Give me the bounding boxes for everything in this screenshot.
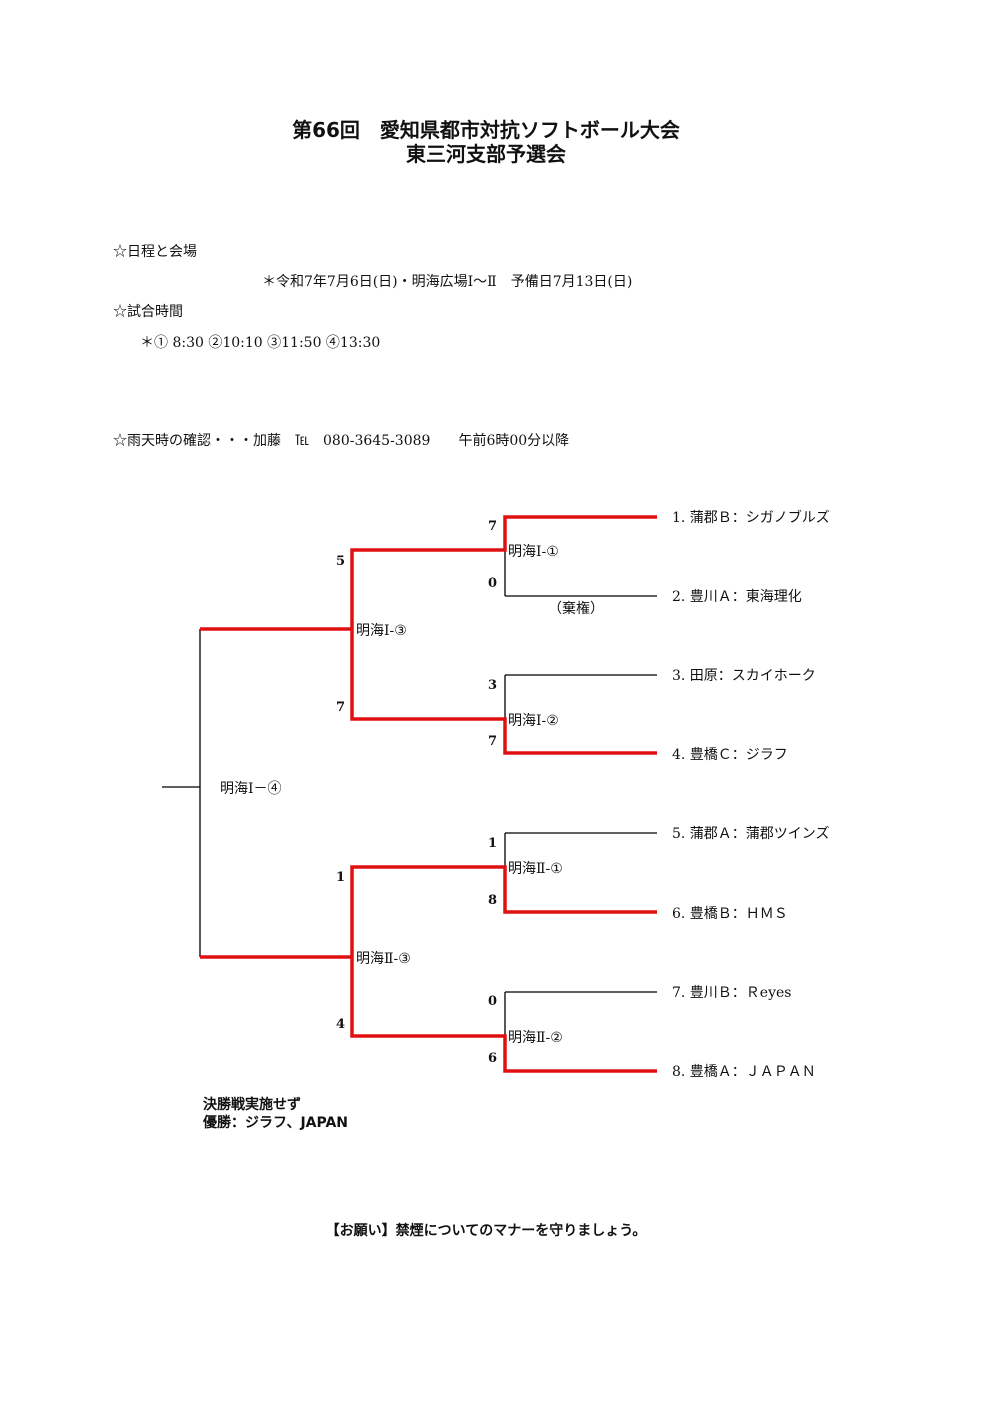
title-line-1: 第66回 愛知県都市対抗ソフトボール大会 xyxy=(292,118,680,142)
semifinal-label: 明海Ⅱ-③ xyxy=(356,951,411,967)
score: 0 xyxy=(488,994,498,1009)
footer-request: 【お願い】禁煙についてのマナーを守りましょう。 xyxy=(325,1223,647,1239)
schedule-detail: ＊令和7年7月6日(日)・明海広場Ⅰ～Ⅱ 予備日7月13日(日) xyxy=(262,274,633,290)
title-line-2: 東三河支部予選会 xyxy=(406,142,566,166)
score: 0 xyxy=(488,576,498,591)
team-7: 7. 豊川Ｂ：Ｒeyes xyxy=(672,985,792,1001)
score: 4 xyxy=(336,1017,346,1032)
result-note: 決勝戦実施せず xyxy=(203,1097,301,1113)
score: 7 xyxy=(488,519,498,534)
final-label: 明海Ⅰ－④ xyxy=(220,781,282,797)
time-heading: ☆試合時間 xyxy=(113,304,183,320)
score: 5 xyxy=(336,554,346,569)
team-1: 1. 蒲郡Ｂ：シガノブルズ xyxy=(672,510,830,526)
score: 1 xyxy=(488,836,498,851)
champion-note: 優勝：ジラフ、JAPAN xyxy=(203,1115,349,1131)
schedule-heading: ☆日程と会場 xyxy=(113,244,197,260)
score: 8 xyxy=(488,893,498,908)
score: 3 xyxy=(488,678,498,693)
match-label: 明海Ⅱ-② xyxy=(508,1030,563,1046)
semifinal-label: 明海Ⅰ-③ xyxy=(356,623,407,639)
score: 7 xyxy=(488,734,498,749)
score: 7 xyxy=(336,700,346,715)
team-8: 8. 豊橋Ａ：ＪＡＰＡＮ xyxy=(672,1064,816,1080)
team-3: 3. 田原：スカイホーク xyxy=(672,668,816,684)
team-2: 2. 豊川Ａ：東海理化 xyxy=(672,589,802,605)
team-5: 5. 蒲郡Ａ：蒲郡ツインズ xyxy=(672,826,830,842)
forfeit-note: （棄権） xyxy=(548,601,604,617)
team-6: 6. 豊橋Ｂ：ＨＭＳ xyxy=(672,906,788,922)
match-label: 明海Ⅱ-① xyxy=(508,861,563,877)
time-detail: ＊① 8:30 ②10:10 ③11:50 ④13:30 xyxy=(140,335,381,351)
match-label: 明海Ⅰ-① xyxy=(508,544,559,560)
match-label: 明海Ⅰ-② xyxy=(508,713,559,729)
rain-contact: ☆雨天時の確認・・・加藤 ℡ 080-3645-3089 午前6時00分以降 xyxy=(113,433,570,449)
score: 6 xyxy=(488,1051,498,1066)
score: 1 xyxy=(336,870,346,885)
team-4: 4. 豊橋Ｃ：ジラフ xyxy=(672,747,788,763)
